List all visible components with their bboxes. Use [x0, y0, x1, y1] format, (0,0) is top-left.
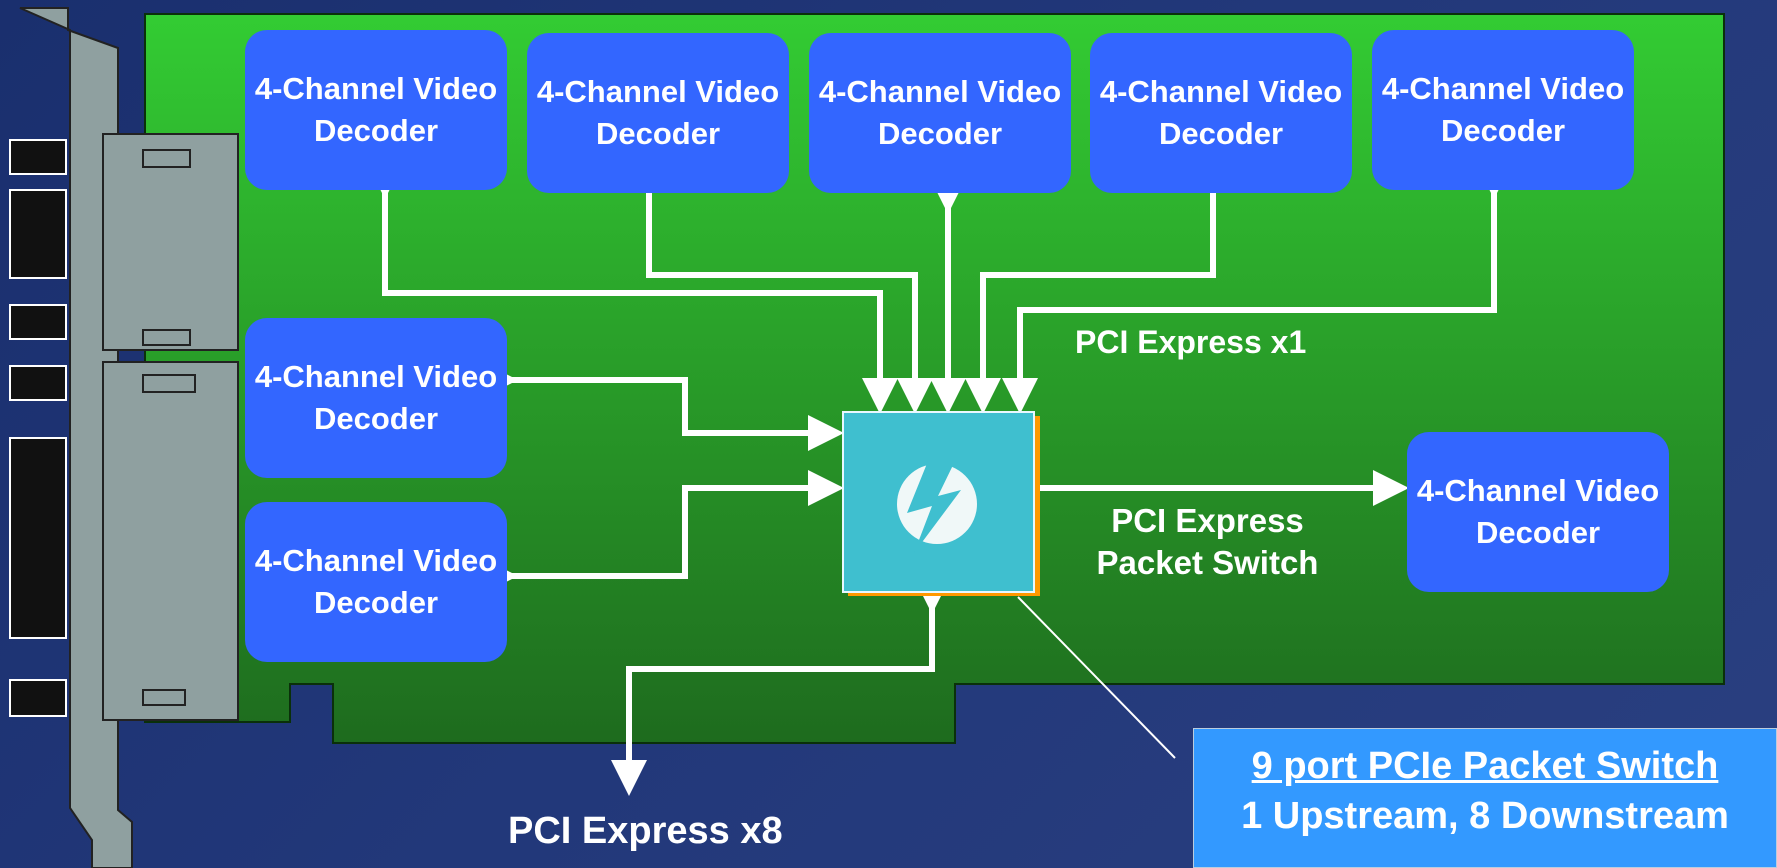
pci-bracket — [19, 7, 239, 868]
callout-pointer — [1017, 596, 1176, 759]
video-decoder-6: 4-Channel Video Decoder — [245, 318, 507, 478]
video-decoder-2: 4-Channel Video Decoder — [527, 33, 789, 193]
pcie-x1-label: PCI Express x1 — [1075, 324, 1307, 360]
video-decoder-5: 4-Channel Video Decoder — [1372, 30, 1634, 190]
bracket-connectors — [9, 139, 67, 717]
video-decoder-4: 4-Channel Video Decoder — [1090, 33, 1352, 193]
lightning-bolt-logo-icon — [897, 461, 977, 553]
video-decoder-3: 4-Channel Video Decoder — [809, 33, 1071, 193]
switch-callout: 9 port PCIe Packet Switch 1 Upstream, 8 … — [1193, 728, 1777, 868]
video-decoder-7: 4-Channel Video Decoder — [245, 502, 507, 662]
callout-title: 9 port PCIe Packet Switch — [1251, 745, 1719, 787]
packet-switch-label: PCI Express Packet Switch — [1096, 502, 1319, 581]
packet-switch-chip — [842, 411, 1040, 596]
video-decoder-1: 4-Channel Video Decoder — [245, 30, 507, 190]
callout-subtitle: 1 Upstream, 8 Downstream — [1241, 795, 1729, 837]
video-decoder-8: 4-Channel Video Decoder — [1407, 432, 1669, 592]
pcie-x8-label: PCI Express x8 — [508, 810, 783, 852]
pcie-x1-links — [367, 163, 1512, 796]
